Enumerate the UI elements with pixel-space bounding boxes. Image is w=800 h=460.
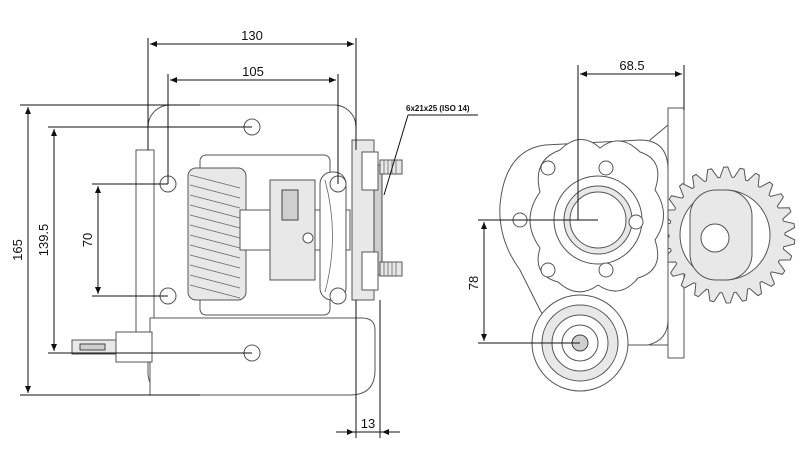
flange-hole — [598, 160, 614, 176]
dim-bolt-width: 105 — [167, 64, 339, 184]
stud-upper — [379, 159, 403, 175]
flange-hole — [628, 214, 644, 230]
shaft-collar — [115, 331, 153, 363]
side-view — [499, 107, 796, 392]
dim-label-165: 165 — [10, 239, 25, 261]
lower-housing — [149, 317, 376, 396]
dim-overall-height: 165 — [10, 104, 200, 396]
dim-label-68-5: 68.5 — [619, 58, 644, 73]
helical-gear — [187, 167, 247, 301]
bolt-hole — [329, 287, 347, 305]
stud-lower — [379, 261, 403, 277]
dim-flange-thickness: 13 — [336, 300, 400, 438]
shaft-pin — [302, 232, 314, 244]
dim-label-78: 78 — [466, 276, 481, 290]
dim-label-105: 105 — [242, 64, 264, 79]
dim-label-13: 13 — [361, 416, 375, 431]
spline-note: 6x21x25 (ISO 14) — [406, 104, 470, 113]
nut-upper — [361, 151, 379, 191]
spline-callout: 6x21x25 (ISO 14) — [383, 104, 478, 196]
flange-hole — [540, 160, 556, 176]
spline-section — [281, 189, 299, 221]
flange-hole — [540, 262, 556, 278]
dim-label-139-5: 139.5 — [36, 224, 51, 257]
dim-shaft-vertical: 78 — [466, 219, 598, 344]
ring-gear — [658, 166, 796, 304]
shaft-key — [79, 343, 106, 351]
nut-lower — [361, 251, 379, 291]
dim-bolt-height: 139.5 — [36, 126, 252, 354]
dim-inner-height: 70 — [80, 183, 168, 297]
front-view — [71, 104, 403, 396]
dim-shaft-horizontal: 68.5 — [577, 58, 685, 220]
flange-hole — [598, 262, 614, 278]
dim-overall-width: 130 — [147, 28, 357, 150]
dim-label-70: 70 — [80, 233, 95, 247]
dim-label-130: 130 — [241, 28, 263, 43]
left-flange — [135, 149, 155, 336]
